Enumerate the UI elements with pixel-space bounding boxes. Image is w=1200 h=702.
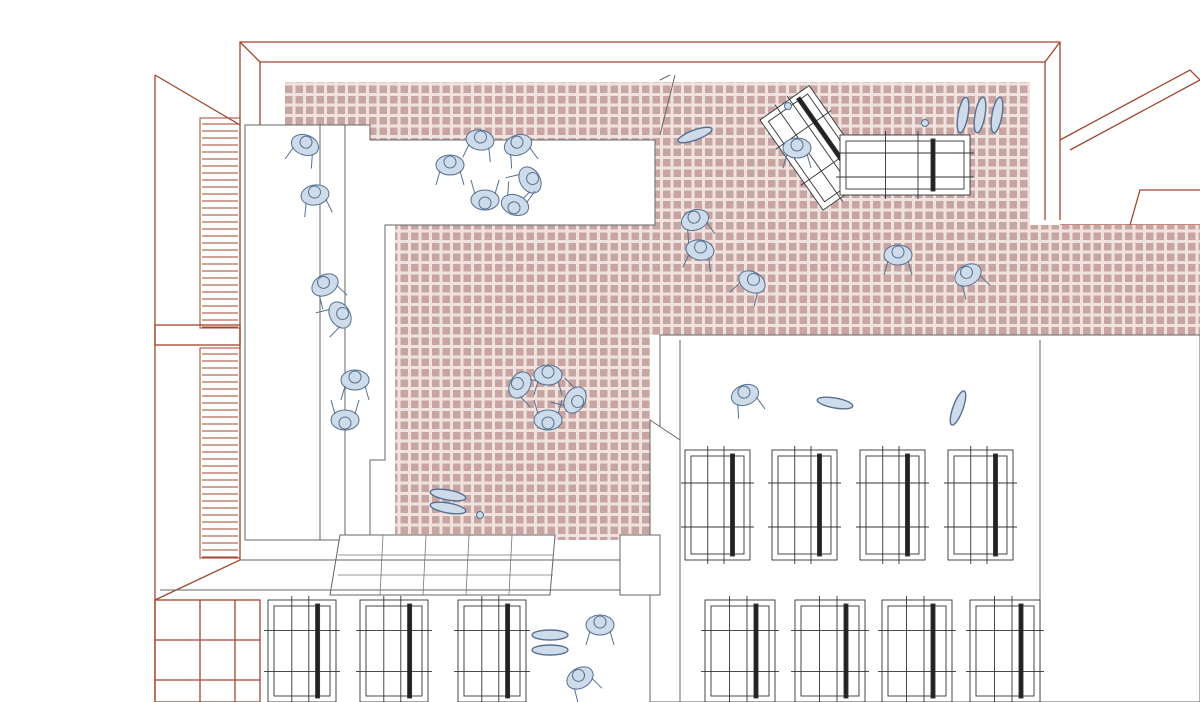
floor-mat xyxy=(973,96,987,134)
stool xyxy=(784,102,792,110)
loom xyxy=(856,446,929,564)
stool xyxy=(921,119,929,127)
stool xyxy=(476,511,484,519)
loom xyxy=(264,596,340,702)
person xyxy=(682,239,715,273)
glass-mullion xyxy=(422,534,427,596)
person xyxy=(883,244,913,276)
floor-mat xyxy=(677,126,713,144)
glass-canopy-grid xyxy=(338,534,553,596)
person xyxy=(284,133,320,169)
floor-mat xyxy=(816,396,854,410)
person xyxy=(550,377,587,414)
person xyxy=(533,364,563,396)
people-figures xyxy=(284,129,991,702)
loom xyxy=(454,596,530,702)
floor-mat xyxy=(949,390,967,426)
loom xyxy=(966,596,1044,702)
floor-mat xyxy=(531,644,569,656)
loom-frames xyxy=(264,84,1044,702)
person xyxy=(340,369,370,401)
person xyxy=(462,129,495,163)
loom xyxy=(836,131,974,199)
person xyxy=(330,399,360,431)
person xyxy=(954,263,991,300)
loom xyxy=(878,596,956,702)
glass-mullion xyxy=(379,534,384,596)
glass-mullion xyxy=(508,534,513,596)
person xyxy=(315,301,352,338)
person xyxy=(729,270,766,307)
floor-mat xyxy=(429,488,467,502)
person xyxy=(311,273,348,310)
loom xyxy=(701,596,779,702)
person xyxy=(435,154,465,186)
person xyxy=(300,184,333,218)
person xyxy=(503,133,539,169)
person xyxy=(782,137,812,169)
floor-mat xyxy=(531,629,569,641)
person xyxy=(730,383,766,419)
floor-mats xyxy=(429,96,1004,656)
person xyxy=(585,614,615,646)
person xyxy=(508,371,545,408)
louvre-windows xyxy=(199,117,241,559)
person xyxy=(500,181,536,217)
loom xyxy=(944,446,1017,564)
person xyxy=(533,399,563,431)
person xyxy=(505,166,542,203)
floor-mat xyxy=(429,501,467,515)
tiled-floor xyxy=(285,82,1200,540)
glass-mullion xyxy=(465,534,470,596)
building-walls xyxy=(154,41,1200,702)
floor-mat xyxy=(956,96,970,134)
loom xyxy=(356,596,432,702)
floor-mat xyxy=(990,96,1004,134)
loom xyxy=(768,446,841,564)
loom xyxy=(791,596,869,702)
person xyxy=(680,208,716,244)
loom xyxy=(681,446,754,564)
person xyxy=(566,666,603,702)
person xyxy=(470,179,500,211)
